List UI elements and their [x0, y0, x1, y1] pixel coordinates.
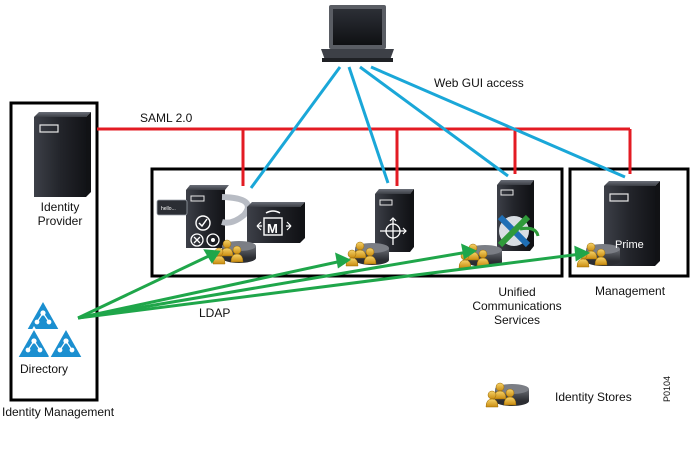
identity-provider-label-1: Identity	[40, 200, 80, 214]
directory-icon	[15, 297, 85, 359]
ucs-label-2: Communications	[472, 299, 562, 313]
saml-connections	[97, 127, 632, 186]
identity-store-icon	[346, 242, 389, 266]
web-gui-connections	[249, 65, 626, 189]
identity-management-label: Identity Management	[2, 405, 115, 419]
hello-bubble: hello...	[156, 199, 188, 216]
legend-identity-store-icon	[486, 383, 529, 407]
ldap-connections	[77, 243, 591, 320]
ucs-server-2-icon	[375, 189, 414, 252]
svg-text:M: M	[267, 221, 278, 236]
telepresence-icon: M	[247, 202, 305, 243]
expressway-icon	[497, 214, 540, 248]
ldap-label: LDAP	[199, 306, 231, 320]
identity-provider-server-icon	[34, 112, 91, 197]
ucs-label-3: Services	[493, 313, 540, 327]
figure-code: P0104	[662, 375, 672, 402]
ucs-label-1: Unified	[498, 285, 536, 299]
directory-label: Directory	[20, 362, 69, 376]
identity-provider-label-2: Provider	[37, 214, 83, 228]
management-label: Management	[595, 284, 666, 298]
ucs-server-1-icon	[186, 185, 251, 248]
prime-label: Prime	[615, 239, 644, 251]
saml-label: SAML 2.0	[140, 111, 193, 125]
identity-stores-label: Identity Stores	[555, 390, 632, 404]
laptop-icon	[321, 5, 394, 62]
web-gui-access-label: Web GUI access	[434, 76, 524, 90]
identity-management-box	[9, 101, 99, 402]
ucs-box	[150, 167, 564, 278]
svg-text:hello...: hello...	[161, 206, 176, 212]
